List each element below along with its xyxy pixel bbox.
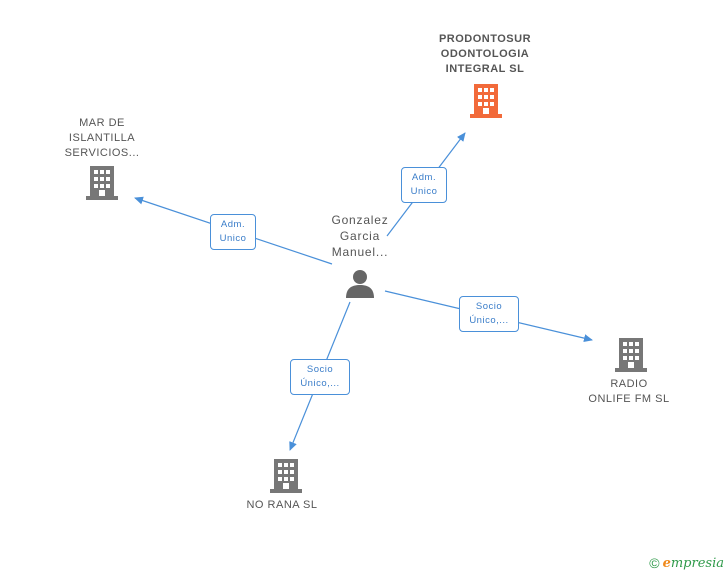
building-icon-prodontosur[interactable] — [470, 84, 502, 118]
node-label-line: Garcia — [339, 229, 381, 243]
footer-brand[interactable]: © empresia — [649, 555, 724, 571]
node-label-line: PRODONTOSUR — [438, 33, 532, 45]
node-label-line: MAR DE — [79, 117, 125, 129]
edge-label-line: Adm. — [220, 219, 246, 230]
brand-initial: e — [662, 555, 671, 571]
node-label-line: ISLANTILLA — [68, 132, 136, 144]
node-label-line: RADIO — [610, 378, 648, 390]
node-label-norana[interactable]: NO RANA SL — [232, 498, 332, 513]
edge-label-to-mar[interactable]: Adm. Unico — [210, 214, 256, 250]
edge-label-line: Unico — [219, 233, 247, 244]
brand-rest: mpresia — [670, 555, 724, 571]
node-label-person[interactable]: Gonzalez Garcia Manuel... — [310, 212, 410, 260]
node-label-line: ODONTOLOGIA — [440, 48, 530, 60]
edge-label-to-norana[interactable]: Socio Único,... — [290, 359, 350, 395]
node-label-line: Manuel... — [331, 245, 389, 259]
brand-logo: empresia — [663, 556, 724, 571]
edge-label-to-radio[interactable]: Socio Único,... — [459, 296, 519, 332]
node-label-mar[interactable]: MAR DE ISLANTILLA SERVICIOS... — [52, 116, 152, 161]
node-label-line: Gonzalez — [331, 213, 389, 227]
edge-label-line: Único,... — [469, 315, 509, 326]
person-icon[interactable] — [345, 268, 375, 298]
edge-label-to-prodontosur[interactable]: Adm. Unico — [401, 167, 447, 203]
edge-label-line: Socio — [306, 364, 334, 375]
node-label-prodontosur[interactable]: PRODONTOSUR ODONTOLOGIA INTEGRAL SL — [410, 32, 560, 77]
node-label-line: INTEGRAL SL — [445, 63, 525, 75]
edge-label-line: Unico — [410, 186, 438, 197]
node-label-radio[interactable]: RADIO ONLIFE FM SL — [578, 377, 680, 407]
edge-label-line: Socio — [475, 301, 503, 312]
copyright-icon: © — [649, 555, 660, 571]
edge-label-line: Adm. — [411, 172, 437, 183]
node-label-line: ONLIFE FM SL — [588, 393, 670, 405]
node-label-line: NO RANA SL — [246, 499, 318, 511]
building-icon-mar[interactable] — [86, 166, 118, 200]
edge-label-line: Único,... — [300, 378, 340, 389]
building-icon-norana[interactable] — [270, 459, 302, 493]
building-icon-radio[interactable] — [615, 338, 647, 372]
node-label-line: SERVICIOS... — [64, 147, 140, 159]
